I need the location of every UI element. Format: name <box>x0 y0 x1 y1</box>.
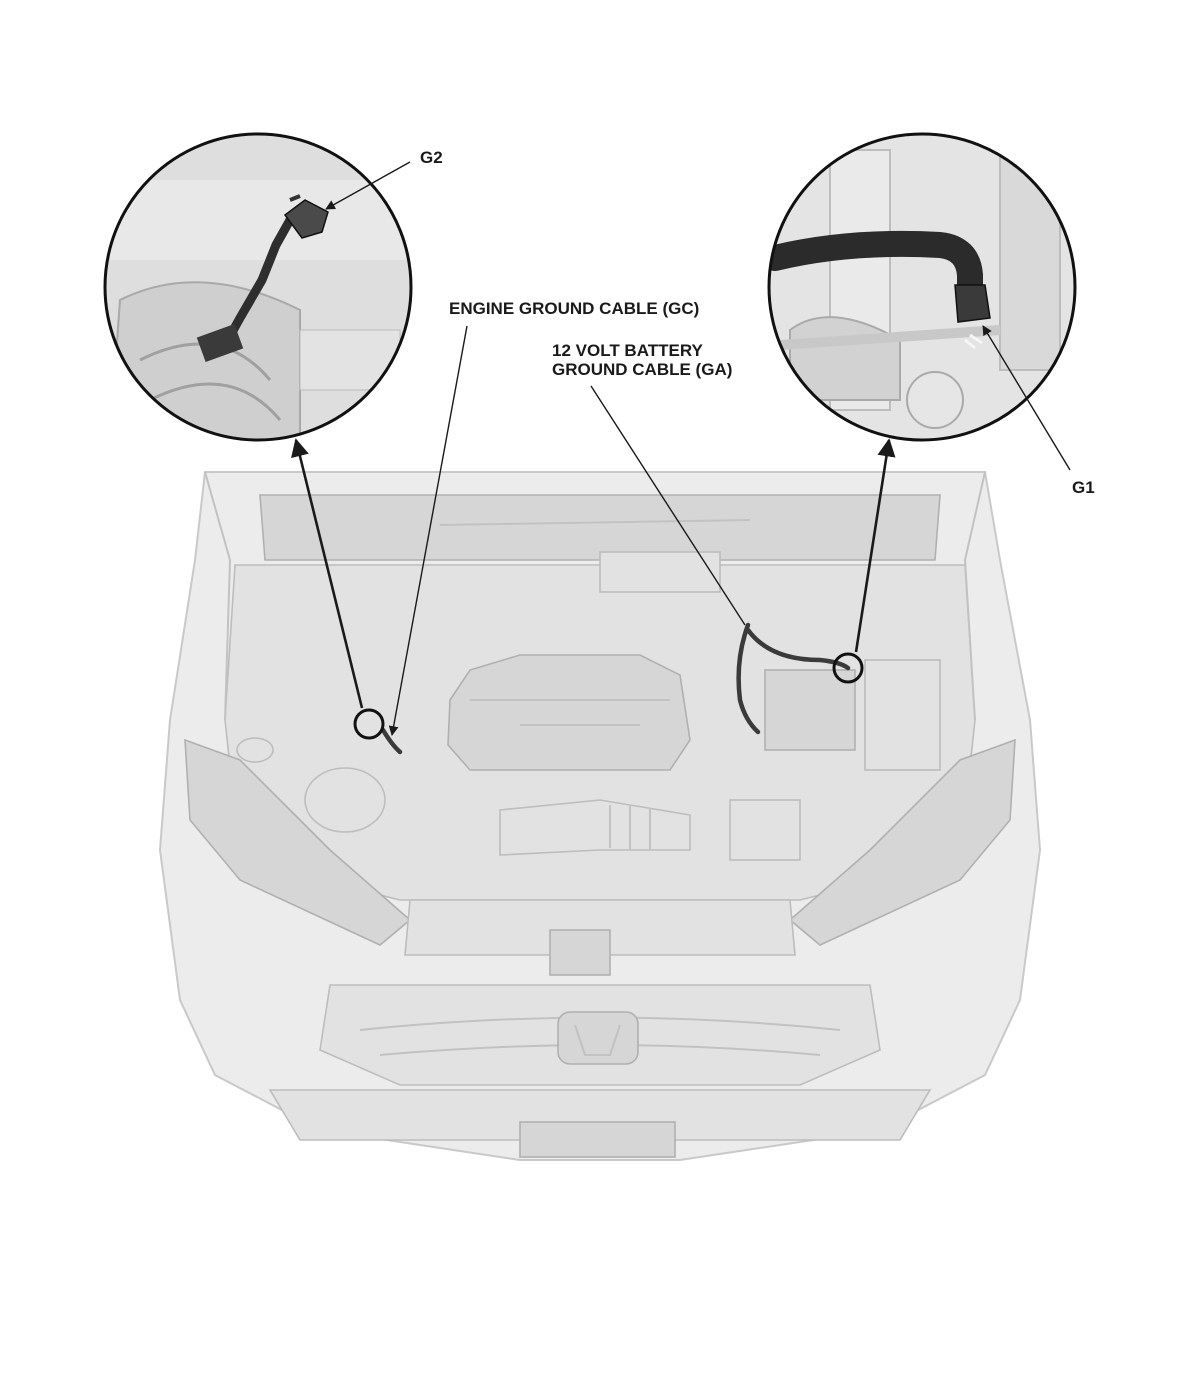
g1-label: G1 <box>1072 478 1095 497</box>
battery-ground-cable <box>736 622 851 735</box>
g1-link-arrow <box>854 438 896 653</box>
battery-ground-cable-label-line1: 12 VOLT BATTERY <box>552 341 703 360</box>
relay-box <box>729 799 801 861</box>
g1-callout-circle <box>767 132 1077 442</box>
battery-ground-cable-label-line2: GROUND CABLE (GA) <box>552 360 732 379</box>
battery <box>764 669 856 751</box>
vehicle-front-view <box>158 471 1042 1161</box>
g2-link-arrow <box>291 438 364 709</box>
front-upper-grille <box>404 899 796 956</box>
battery-ground-cable-leader <box>590 385 746 626</box>
g2-leader <box>325 161 411 210</box>
hood-latch <box>549 929 611 976</box>
g2-location-marker <box>353 708 385 740</box>
engine-ground-cable-label: ENGINE GROUND CABLE (GC) <box>449 299 699 318</box>
emblem <box>557 1011 639 1065</box>
engine-ground-cable <box>380 727 403 755</box>
g1-location-marker <box>832 652 864 684</box>
cowl-panel <box>259 494 941 561</box>
engine-cover <box>447 654 691 771</box>
intake-hose <box>499 799 691 856</box>
headlight-right <box>788 738 1016 946</box>
g1-detail-callout <box>767 132 1077 442</box>
lower-bumper <box>268 1089 932 1141</box>
g2-label: G2 <box>420 148 443 167</box>
reservoir <box>304 767 386 833</box>
headlight-left <box>184 738 412 946</box>
license-plate-area <box>519 1121 676 1158</box>
fuse-box <box>864 659 941 771</box>
engine-ground-cable-leader <box>388 325 468 736</box>
g2-callout-circle <box>103 132 413 442</box>
g1-leader <box>982 325 1071 471</box>
ground-cables <box>380 622 851 755</box>
g2-detail-callout <box>103 132 413 442</box>
cowl-grille <box>599 551 721 593</box>
